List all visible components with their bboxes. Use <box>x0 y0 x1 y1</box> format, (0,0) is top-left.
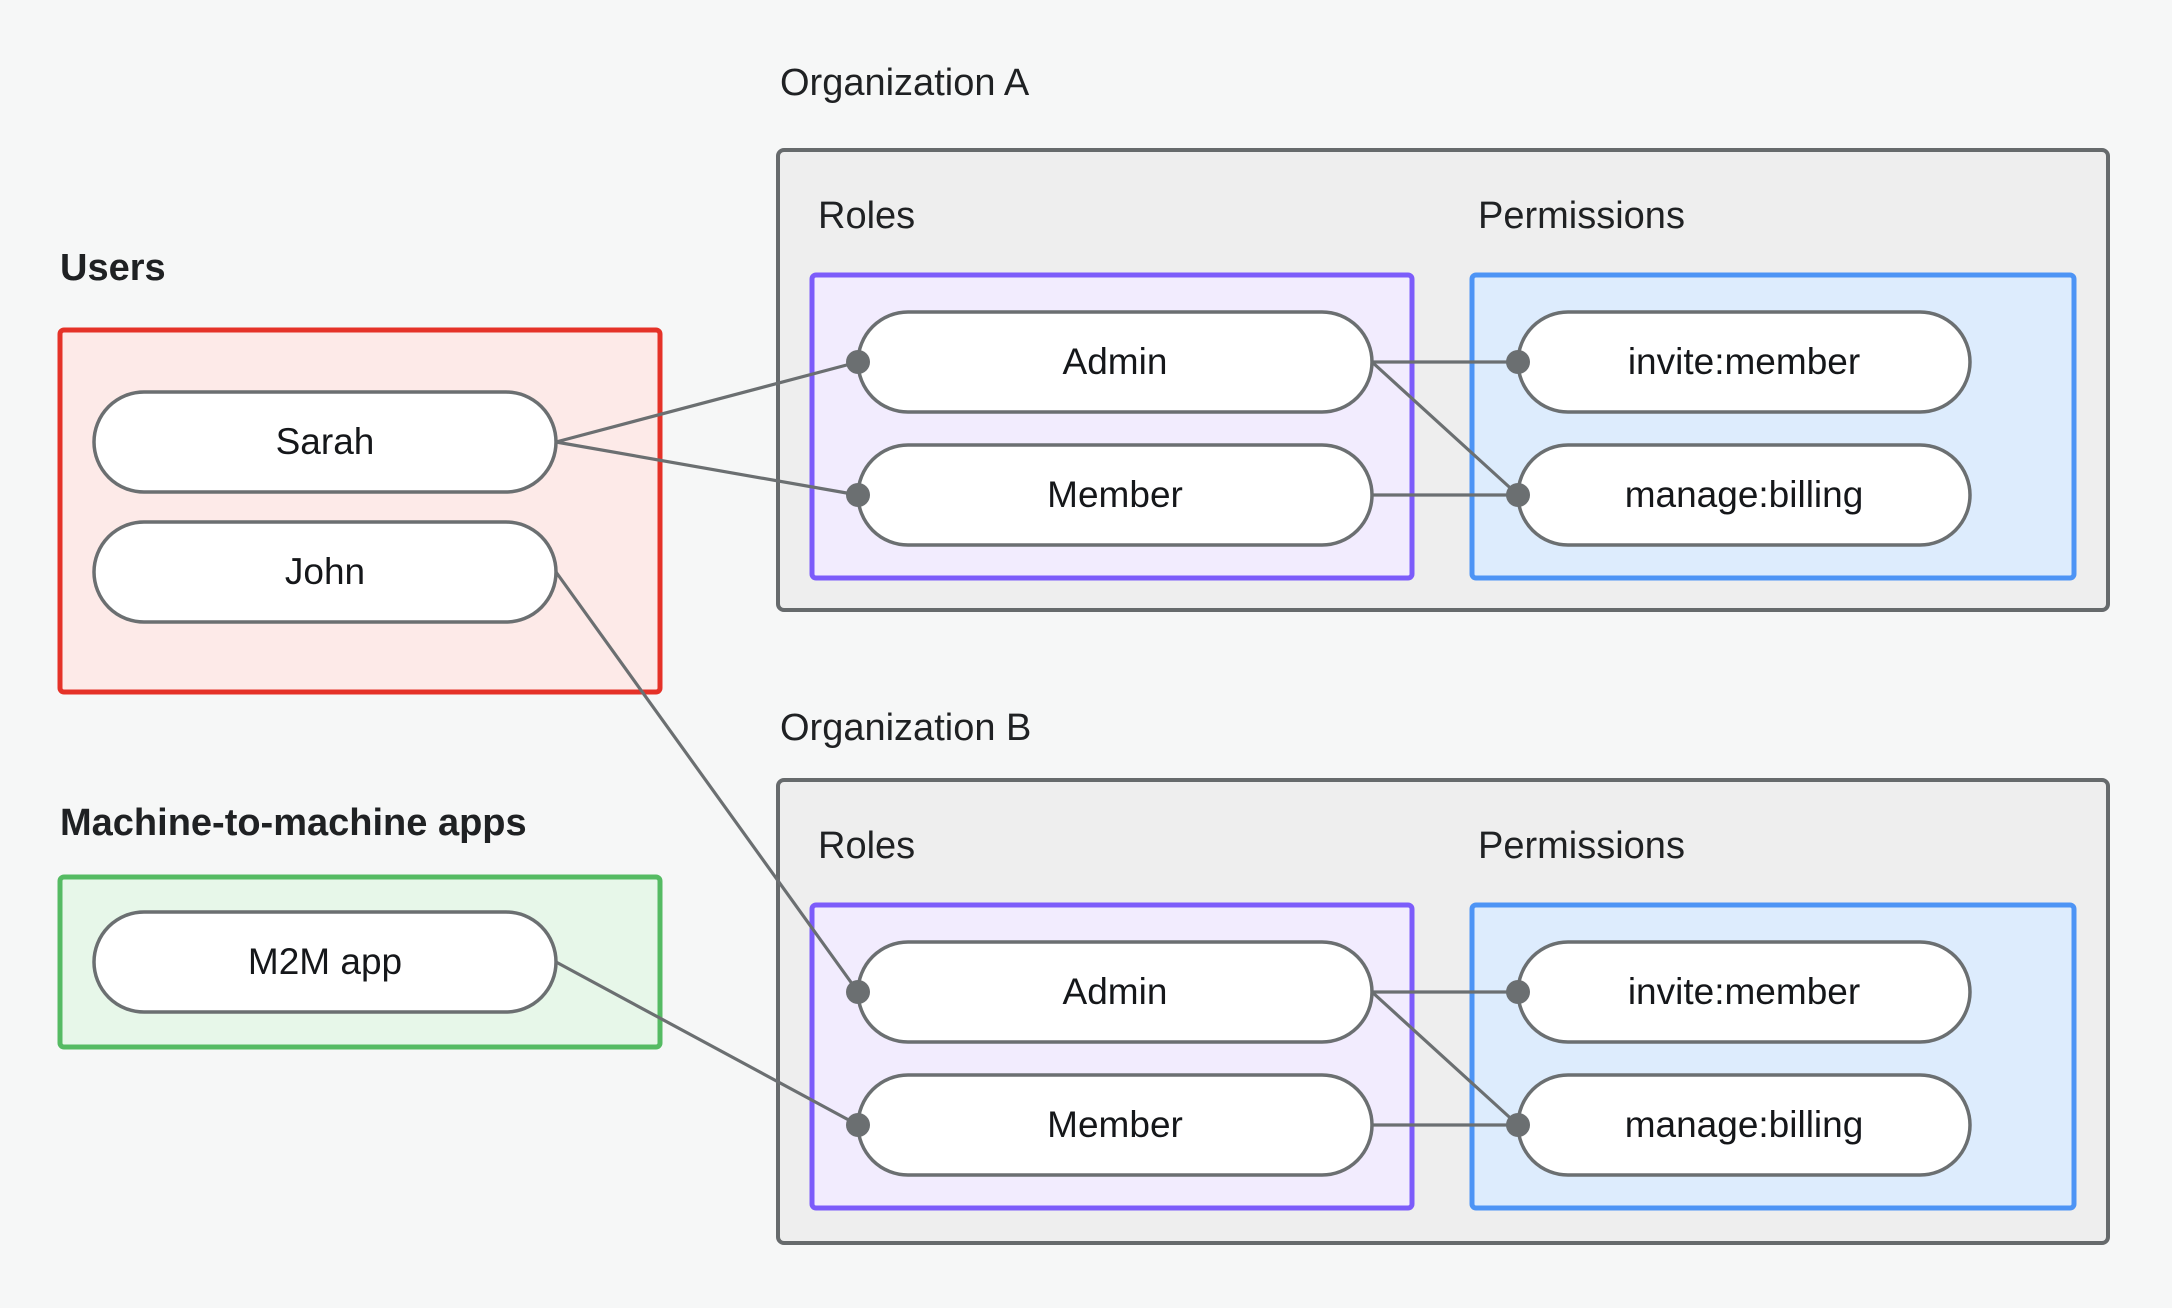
user-node-sarah[interactable]: Sarah <box>92 390 558 494</box>
users-box <box>57 327 663 695</box>
endpoint-dot-org-b-billing <box>1506 1113 1530 1137</box>
org-a-roles-label: Roles <box>818 195 915 237</box>
role-node-org-b-member[interactable]: Member <box>856 1073 1374 1177</box>
user-node-john-label: John <box>285 551 365 592</box>
endpoint-dot-org-b-admin <box>846 980 870 1004</box>
org-a-label: Organization A <box>780 62 1030 104</box>
connector-sarah-to-org-a-admin <box>555 360 859 444</box>
connector-org-b-admin-to-billing <box>1370 990 1520 1127</box>
endpoint-dot-org-a-admin <box>846 350 870 374</box>
permission-node-org-a-invite-label: invite:member <box>1628 341 1860 382</box>
endpoint-dot-org-b-invite <box>1506 980 1530 1004</box>
m2m-node-app-label: M2M app <box>248 941 402 982</box>
endpoint-dot-org-a-member <box>846 483 870 507</box>
permission-node-org-a-billing-label: manage:billing <box>1625 474 1864 515</box>
org-b-roles-label: Roles <box>818 825 915 867</box>
org-b-permissions-label: Permissions <box>1478 825 1685 867</box>
permission-node-org-b-invite-label: invite:member <box>1628 971 1860 1012</box>
connector-org-a-admin-to-billing <box>1370 360 1520 497</box>
user-node-sarah-label: Sarah <box>276 421 375 462</box>
role-node-org-b-member-label: Member <box>1047 1104 1183 1145</box>
role-node-org-b-admin-label: Admin <box>1063 971 1168 1012</box>
m2m-group-label: Machine-to-machine apps <box>60 802 527 844</box>
permission-node-org-a-invite[interactable]: invite:member <box>1516 310 1972 414</box>
m2m-node-app[interactable]: M2M app <box>92 910 558 1014</box>
permission-node-org-b-invite[interactable]: invite:member <box>1516 940 1972 1044</box>
permission-node-org-a-billing[interactable]: manage:billing <box>1516 443 1972 547</box>
role-node-org-a-admin[interactable]: Admin <box>856 310 1374 414</box>
endpoint-dot-org-a-billing <box>1506 483 1530 507</box>
org-b-label: Organization B <box>780 707 1031 749</box>
role-node-org-a-admin-label: Admin <box>1063 341 1168 382</box>
connector-m2m-to-org-b-member <box>555 960 859 1127</box>
endpoint-dot-org-a-invite <box>1506 350 1530 374</box>
role-node-org-a-member[interactable]: Member <box>856 443 1374 547</box>
org-a-permissions-label: Permissions <box>1478 195 1685 237</box>
users-group-label: Users <box>60 247 166 289</box>
connector-sarah-to-org-a-member <box>555 440 859 497</box>
role-node-org-a-member-label: Member <box>1047 474 1183 515</box>
endpoint-dot-org-b-member <box>846 1113 870 1137</box>
connector-endpoint-layer <box>846 350 1530 1137</box>
permission-node-org-b-billing[interactable]: manage:billing <box>1516 1073 1972 1177</box>
role-node-org-b-admin[interactable]: Admin <box>856 940 1374 1044</box>
connector-layer <box>554 360 1520 1127</box>
connector-john-to-org-b-admin <box>554 571 860 993</box>
user-node-john[interactable]: John <box>92 520 558 624</box>
permission-node-org-b-billing-label: manage:billing <box>1625 1104 1864 1145</box>
